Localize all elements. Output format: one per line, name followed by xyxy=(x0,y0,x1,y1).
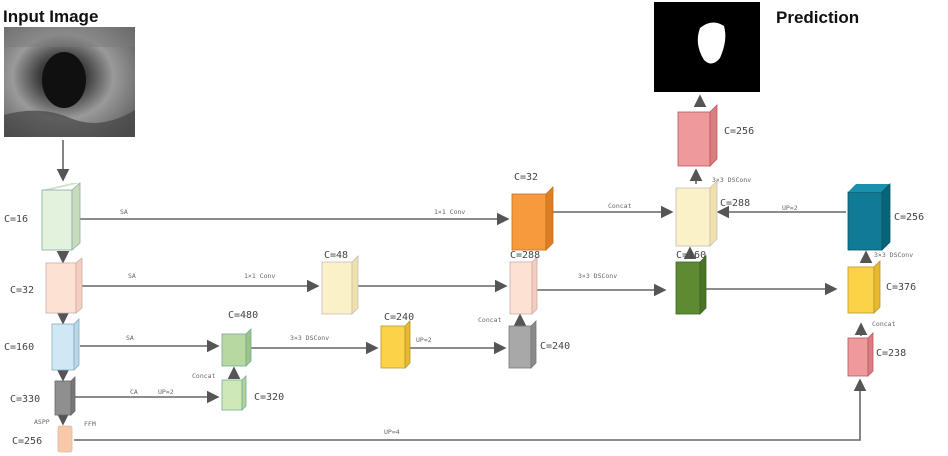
op-dsconv-3: 3×3 DSConv xyxy=(712,176,751,184)
op-sa-3: SA xyxy=(126,334,134,342)
input-image-title: Input Image xyxy=(3,7,99,26)
block-right-yellow xyxy=(847,260,881,314)
op-dsconv-1: 3×3 DSConv xyxy=(290,334,329,342)
block-dec-cream xyxy=(675,180,718,247)
label-mid-yellow: C=240 xyxy=(384,312,414,323)
block-dec-pink xyxy=(677,104,718,167)
label-dec-cream: C=288 xyxy=(720,198,750,209)
connections xyxy=(56,94,873,441)
op-concat-4: Concat xyxy=(872,320,896,328)
op-dsconv-2: 3×3 DSConv xyxy=(578,272,617,280)
block-dec-green xyxy=(675,255,707,315)
prediction-title: Prediction xyxy=(776,8,860,27)
label-dec-orange: C=32 xyxy=(514,172,538,183)
block-mid-bot xyxy=(221,375,247,411)
label-enc4: C=330 xyxy=(10,394,40,405)
op-up2-b: UP=2 xyxy=(416,336,432,344)
block-enc1 xyxy=(41,182,81,251)
block-enc2 xyxy=(45,257,83,314)
op-up2-c: UP=2 xyxy=(782,204,798,212)
block-mid-cream xyxy=(321,255,359,315)
op-concat-2: Concat xyxy=(478,316,502,324)
label-dec-green: C=160 xyxy=(676,250,706,261)
block-mid-gray xyxy=(508,320,537,369)
op-ca: CA xyxy=(130,388,138,396)
op-conv1-a: 1×1 Conv xyxy=(434,208,465,216)
block-mid-top xyxy=(221,328,252,367)
block-dec-peach xyxy=(509,256,538,315)
prediction-mask-image xyxy=(654,2,760,92)
block-enc3 xyxy=(51,318,80,371)
label-enc3: C=160 xyxy=(4,342,34,353)
block-enc4 xyxy=(54,376,76,416)
label-dec-peach: C=288 xyxy=(510,250,540,261)
block-mid-yellow xyxy=(380,320,411,369)
block-right-teal xyxy=(847,183,891,251)
label-right-yellow: C=376 xyxy=(886,282,916,293)
label-mid-cream: C=48 xyxy=(324,250,348,261)
op-sa-1: SA xyxy=(120,208,128,216)
op-up2-a: UP=2 xyxy=(158,388,174,396)
label-enc1: C=16 xyxy=(4,214,28,225)
input-ultrasound-image xyxy=(4,27,135,137)
block-dec-orange xyxy=(511,186,554,251)
op-concat-3: Concat xyxy=(192,372,216,380)
op-conv1-b: 1×1 Conv xyxy=(244,272,275,280)
label-mid-top: C=480 xyxy=(228,310,258,321)
op-ffm: FFM xyxy=(84,420,96,428)
label-enc5: C=256 xyxy=(12,436,42,447)
block-enc5 xyxy=(57,425,73,453)
label-mid-bot: C=320 xyxy=(254,392,284,403)
label-dec-pink: C=256 xyxy=(724,126,754,137)
op-concat-1: Concat xyxy=(608,202,632,210)
label-enc2: C=32 xyxy=(10,285,34,296)
block-right-pink xyxy=(847,332,874,377)
op-dsconv-4: 3×3 DSConv xyxy=(874,251,913,259)
op-up4: UP=4 xyxy=(384,428,400,436)
label-right-pink: C=238 xyxy=(876,348,906,359)
op-sa-2: SA xyxy=(128,272,136,280)
op-aspp: ASPP xyxy=(34,418,50,426)
label-mid-gray: C=240 xyxy=(540,341,570,352)
label-right-teal: C=256 xyxy=(894,212,924,223)
